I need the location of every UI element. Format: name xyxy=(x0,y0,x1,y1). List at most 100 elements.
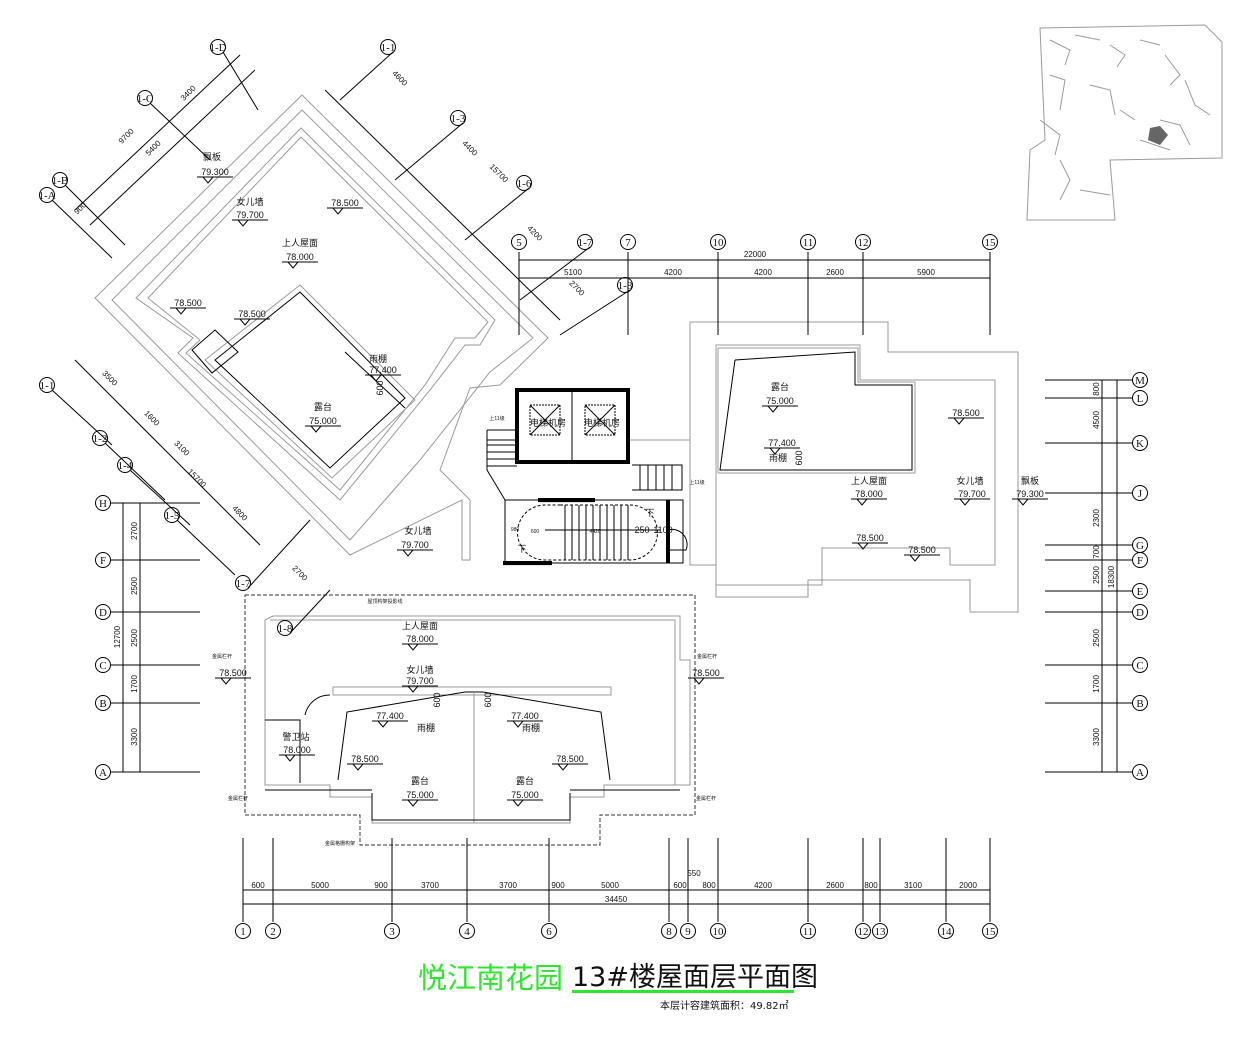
elevation-marker-icon xyxy=(239,318,251,326)
grid-bottom-label: 8 xyxy=(666,926,672,938)
dim-bottom: 600 xyxy=(673,881,687,890)
dim-left: 2700 xyxy=(130,522,139,540)
dim-diagonal: 3100 xyxy=(172,439,191,458)
annotation-label: 上人屋面 xyxy=(282,238,318,248)
grid-bubble-icon xyxy=(855,923,871,939)
grid-bubble-icon xyxy=(1132,390,1148,406)
elevation-marker-icon xyxy=(407,643,419,651)
annotation-label: 金属栏杆 xyxy=(228,795,248,802)
annotation-label: 75.000 xyxy=(406,790,434,800)
annotation-label: 78.500 xyxy=(908,545,936,555)
annotation-label: 78.500 xyxy=(331,198,359,208)
dim-top: 5100 xyxy=(564,268,582,277)
annotation-label: 电梯机房 xyxy=(584,417,620,428)
grid-bubble-icon xyxy=(1132,764,1148,780)
annotation-label: 女儿墙 xyxy=(406,664,433,675)
grid-bubble-icon xyxy=(117,457,133,473)
annotation-label: 雨棚 xyxy=(417,722,435,733)
grid-right-label: F xyxy=(1137,555,1143,567)
dim-right: 4500 xyxy=(1092,411,1101,429)
dim-bottom: 3700 xyxy=(421,881,439,890)
annotation-label: 屋顶构架投影线 xyxy=(367,598,402,605)
dim-bottom: 2000 xyxy=(959,881,977,890)
annotation-label: 露台 xyxy=(314,401,332,412)
grid-right-label: K xyxy=(1136,438,1144,450)
annotation-label: 77.400 xyxy=(369,365,397,375)
elevation-marker-icon xyxy=(953,417,965,425)
dim-right: 2500 xyxy=(1092,566,1101,584)
annotation-label: 78.500 xyxy=(856,533,884,543)
grid-top-label: 7 xyxy=(625,237,631,249)
title-underline xyxy=(572,990,794,993)
grid-diagonal-label: 1-B xyxy=(52,175,69,187)
grid-top-label: 11 xyxy=(803,237,814,249)
grid-bubble-icon xyxy=(1132,435,1148,451)
grid-bottom-label: 11 xyxy=(803,926,814,938)
dim-diagonal: 4800 xyxy=(230,504,249,523)
grid-bubble-icon xyxy=(872,923,888,939)
dim-right: 1700 xyxy=(1092,675,1101,693)
annotation-label: 雨棚 xyxy=(369,353,387,364)
grid-bubble-icon xyxy=(95,552,111,568)
site-key-plan xyxy=(1026,24,1223,221)
elevation-marker-icon xyxy=(959,498,971,506)
elevation-marker-icon xyxy=(909,554,921,562)
grid-bottom-label: 15 xyxy=(985,926,997,938)
grid-bubble-icon xyxy=(92,430,108,446)
grid-bubble-icon xyxy=(680,923,696,939)
grid-bottom-label: 14 xyxy=(941,926,953,938)
elevation-marker-icon xyxy=(284,754,296,762)
dim-diagonal: 15700 xyxy=(186,467,208,489)
dim-bottom: 800 xyxy=(702,881,716,890)
grid-bubble-icon xyxy=(95,657,111,673)
grid-bubble-icon xyxy=(95,764,111,780)
dim-right: 800 xyxy=(1092,382,1101,396)
dim-top: 5900 xyxy=(917,268,935,277)
grid-left-label: D xyxy=(99,607,107,619)
grid-bubble-icon xyxy=(384,923,400,939)
grid-right-label: D xyxy=(1136,607,1144,619)
annotation-label: 雨棚 xyxy=(769,452,787,463)
annotation-label: 1100 xyxy=(653,525,672,535)
grid-top-label: 10 xyxy=(713,237,725,249)
grid-bubble-icon xyxy=(617,277,633,293)
grid-bubble-icon xyxy=(1132,604,1148,620)
annotation-label: 78.000 xyxy=(286,252,314,262)
grid-bubble-icon xyxy=(235,575,251,591)
grid-bubble-icon xyxy=(516,175,532,191)
dim-left: 2500 xyxy=(130,629,139,647)
elevation-marker-icon xyxy=(407,799,419,807)
dim-bottom: 3700 xyxy=(499,881,517,890)
grid-bubble-icon xyxy=(459,923,475,939)
grid-bubble-icon xyxy=(137,90,153,106)
grid-bubble-icon xyxy=(1132,552,1148,568)
dim-diagonal: 15700 xyxy=(488,162,510,184)
grid-top-label: 5 xyxy=(516,237,522,249)
elevation-marker-icon xyxy=(287,261,299,269)
dim-bottom: 900 xyxy=(374,881,388,890)
grid-bubble-icon xyxy=(1132,583,1148,599)
grid-bottom-label: 4 xyxy=(464,926,470,938)
annotation-label: 78.500 xyxy=(351,754,379,764)
grid-bubble-icon xyxy=(661,923,677,939)
elevation-marker-icon xyxy=(512,720,524,728)
grid-top-label: 15 xyxy=(985,237,997,249)
dim-diagonal: 3500 xyxy=(100,369,119,388)
dim-top: 2600 xyxy=(826,268,844,277)
dim-left: 1700 xyxy=(130,675,139,693)
grid-bottom-label: 3 xyxy=(389,926,395,938)
annotation-label: 警卫站 xyxy=(282,731,309,742)
grid-bubble-icon xyxy=(982,923,998,939)
annotation-label: 79.700 xyxy=(401,540,429,550)
grid-bubble-icon xyxy=(210,39,226,55)
dim-left: 2500 xyxy=(130,577,139,595)
grid-bubble-icon xyxy=(541,923,557,939)
annotation-label: 78.500 xyxy=(556,754,584,764)
grid-bubble-icon xyxy=(938,923,954,939)
dim-bottom: 4200 xyxy=(754,881,772,890)
grid-diagonal-label: 1-8 xyxy=(278,623,293,635)
dim-diagonal: 4400 xyxy=(460,139,479,158)
dim-right: 3300 xyxy=(1092,728,1101,746)
elevation-marker-icon xyxy=(407,685,419,693)
